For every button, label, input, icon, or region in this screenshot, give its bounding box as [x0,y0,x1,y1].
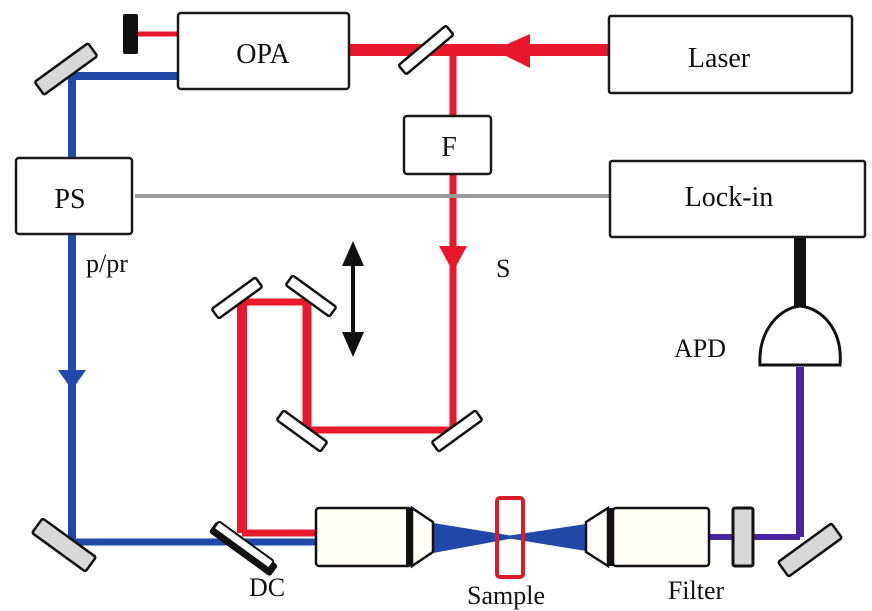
emission-filter[interactable] [731,506,755,568]
laser-label: Laser [688,43,751,74]
lockin-box[interactable]: Lock-in [608,159,867,239]
beam-dump [123,14,138,54]
mirror-bottom-right [777,522,843,578]
stokes-label: S [496,254,510,283]
filter-label: Filter [668,576,725,605]
collection-objective[interactable] [584,505,711,569]
apd-label: APD [674,334,726,363]
mirror-top-left [34,42,98,96]
stokes-direction-arrow-icon [439,246,467,272]
pump-direction-arrow-icon [58,370,86,390]
pulse-shaper-label: PS [54,184,85,215]
filter-block-label: F [441,132,457,163]
opa-label: OPA [236,39,290,70]
delay-mirror-bottom-left [276,409,328,453]
pulse-shaper-box[interactable]: PS [14,156,134,236]
pump-probe-label: p/pr [86,249,128,278]
sample-cell[interactable] [495,496,525,579]
delay-mirror-bottom-right [431,409,483,453]
focus-cone-right [500,524,586,551]
dichroic-mirror [209,520,278,576]
lockin-label: Lock-in [685,182,774,213]
beamsplitter [397,25,455,75]
laser-direction-arrow-icon [494,34,530,68]
dichroic-label: DC [249,573,285,602]
focus-cone-left [433,523,520,553]
delay-mirror-top-left [211,276,263,320]
delay-mirror-top-right [285,274,337,318]
apd-detector[interactable] [758,304,842,367]
laser-box[interactable]: Laser [607,14,854,95]
delay-stage-arrow-icon [342,241,364,357]
opa-box[interactable]: OPA [176,11,351,91]
focusing-objective[interactable] [314,505,435,569]
mirror-bottom-left [31,517,97,573]
sample-label: Sample [467,581,545,610]
filter-block-box[interactable]: F [402,114,493,176]
